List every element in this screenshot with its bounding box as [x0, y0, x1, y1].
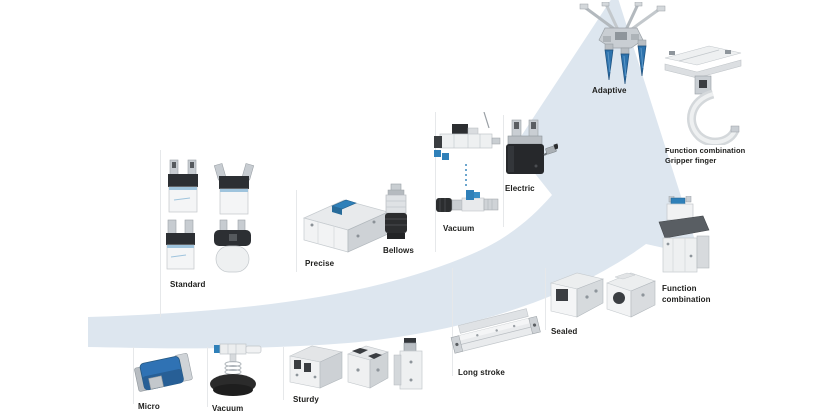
function-combination-image: [658, 196, 710, 273]
long-stroke-gripper-image: [450, 308, 541, 354]
separator-line: [296, 190, 297, 272]
micro-label: Micro: [138, 402, 160, 411]
function-combination-gripper-finger-image: [664, 45, 742, 145]
bellows-gripper-image: [385, 183, 407, 239]
product-group-vacuum-suction: Vacuum: [202, 342, 272, 414]
standard-grippers-image: [166, 159, 255, 273]
separator-line: [435, 112, 436, 252]
product-group-standard: Standard: [160, 158, 270, 298]
separator-line: [452, 268, 453, 376]
product-group-sealed: Sealed: [545, 265, 657, 336]
product-group-micro: Micro: [130, 350, 200, 412]
vacuum-suction-label: Vacuum: [212, 404, 244, 413]
product-group-long-stroke: Long stroke: [448, 305, 543, 377]
precise-label: Precise: [305, 259, 335, 268]
standard-label: Standard: [170, 280, 206, 289]
bellows-label: Bellows: [383, 246, 414, 255]
separator-line: [545, 268, 546, 330]
long-stroke-label: Long stroke: [458, 368, 505, 377]
vacuum-generator-label: Vacuum: [443, 224, 475, 233]
product-group-function-combination-gripper-finger: Function combination Gripper finger: [655, 42, 747, 167]
product-group-function-combination: Function combination: [653, 196, 717, 304]
adaptive-gripper-image: [579, 2, 666, 84]
product-group-bellows: Bellows: [376, 182, 416, 255]
separator-line: [160, 150, 161, 317]
sturdy-grippers-image: [289, 338, 423, 390]
electric-label: Electric: [505, 184, 535, 193]
product-group-vacuum-generator: Vacuum: [432, 112, 504, 234]
micro-gripper-image: [134, 353, 193, 392]
product-group-adaptive: Adaptive: [575, 2, 667, 98]
sealed-label: Sealed: [551, 327, 578, 336]
vacuum-suction-cup-image: [210, 343, 262, 396]
separator-line: [207, 347, 208, 407]
separator-line: [133, 347, 134, 404]
sturdy-label: Sturdy: [293, 395, 319, 404]
product-group-precise: Precise: [298, 192, 393, 268]
precise-gripper-image: [302, 199, 390, 253]
function-combination-label: Function combination: [662, 284, 711, 304]
electric-gripper-image: [506, 119, 558, 174]
sealed-grippers-image: [549, 272, 656, 318]
adaptive-label: Adaptive: [592, 86, 627, 95]
growth-arrow-shape: [88, 0, 700, 349]
function-combination-gripper-finger-label: Function combination Gripper finger: [665, 146, 746, 166]
vacuum-generator-image: [434, 112, 501, 212]
separator-line: [503, 115, 504, 227]
product-group-electric: Electric: [498, 118, 558, 193]
product-group-sturdy: Sturdy: [288, 336, 428, 404]
separator-line: [283, 347, 284, 400]
